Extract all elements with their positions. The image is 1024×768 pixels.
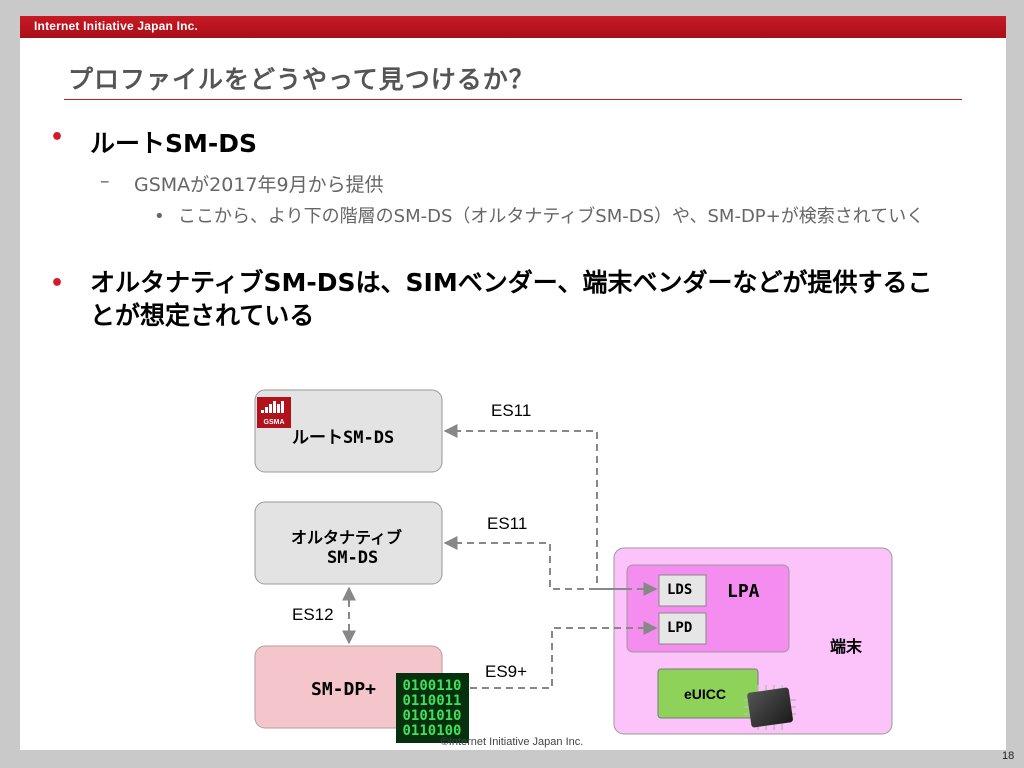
lpd-label: LPD: [667, 620, 693, 636]
es9-arrow: [470, 621, 658, 689]
alt-smds-label-line1: オルタナティブ: [291, 528, 403, 547]
es9-label: ES9+: [485, 662, 528, 681]
es11-mid-label: ES11: [487, 514, 528, 533]
binary-row: 0110100: [402, 723, 461, 739]
binary-row: 0100110: [402, 678, 461, 694]
binary-code-image: 0100110 0110011 0101010 0110100: [396, 673, 469, 743]
sub-bullet-text: GSMAが2017年9月から提供: [134, 174, 384, 196]
lpa-box: [626, 564, 790, 653]
smdp-label: SM-DP+: [311, 679, 377, 700]
es12-label: ES12: [292, 605, 334, 624]
binary-row: 0101010: [402, 708, 461, 724]
gsma-logo-text: GSMA: [264, 419, 285, 426]
lpd-box: [658, 612, 707, 645]
sub-sub-bullet-text: ここから、より下の階層のSM-DS（オルタナティブSM-DS）や、SM-DP+が…: [178, 206, 925, 227]
sub-bullet-dash: –: [100, 170, 110, 192]
binary-row: 0110011: [402, 693, 461, 709]
sub-sub-bullet-dot: •: [154, 206, 165, 227]
gsma-logo: GSMA: [257, 397, 291, 428]
page-number: 18: [1002, 750, 1015, 762]
alt-smds-label-line2: SM-DS: [327, 548, 379, 568]
alt-smds-box: [254, 501, 443, 585]
es11-top-label: ES11: [491, 401, 532, 420]
bullet-dot: •: [50, 125, 65, 150]
lpa-label: LPA: [727, 581, 760, 602]
footer-copyright: ©Internet Initiative Japan Inc.: [440, 736, 584, 748]
slide-title: プロファイルをどうやって見つけるか？: [68, 65, 535, 94]
lds-box: [658, 574, 707, 607]
slide: Internet Initiative Japan Inc. プロファイルをどう…: [20, 16, 1006, 750]
title-underline: [64, 99, 962, 100]
es11-mid-arrow: [443, 536, 658, 596]
header-bar: Internet Initiative Japan Inc.: [20, 16, 1006, 38]
es11-top-arrow: [443, 424, 627, 590]
chip-icon: [744, 685, 796, 730]
euicc-label: eUICC: [684, 686, 727, 702]
root-smds-label: ルートSM-DS: [292, 428, 395, 448]
root-smds-box: [254, 389, 443, 473]
device-label: 端末: [830, 637, 863, 656]
bullet-text: ルートSM-DS: [90, 129, 258, 158]
bullet-text: オルタナティブSM-DSは、SIMベンダー、端末ベンダーなどが提供することが想定…: [90, 268, 933, 330]
lds-label: LDS: [667, 582, 693, 598]
brand-name: Internet Initiative Japan Inc.: [34, 19, 199, 33]
bullet-dot: •: [50, 271, 65, 296]
